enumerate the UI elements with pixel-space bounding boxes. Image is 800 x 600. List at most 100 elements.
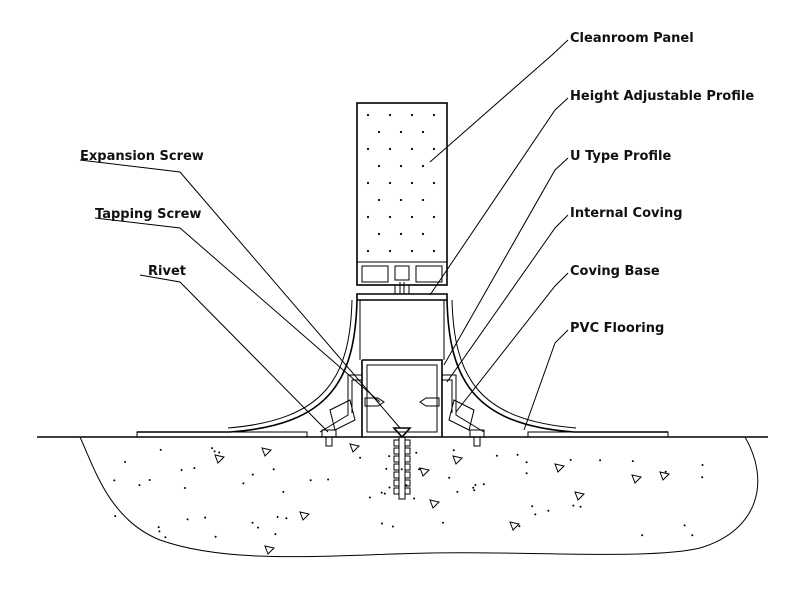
thread-segment — [404, 439, 411, 447]
thread-segment — [404, 479, 411, 487]
panel-dot — [410, 215, 414, 219]
panel-dot — [410, 113, 414, 117]
panel-dot — [410, 147, 414, 151]
panel-dot — [399, 130, 403, 134]
leader-rivet — [139, 274, 329, 433]
thread-segment — [393, 439, 400, 447]
label-rivet: Rivet — [148, 264, 186, 279]
concrete-speck — [482, 483, 485, 486]
panel-dot — [366, 113, 370, 117]
aggregate-stone — [574, 491, 585, 501]
leader-tapping-screw — [94, 217, 381, 403]
u-type-profile — [361, 359, 443, 437]
panel-dot — [410, 181, 414, 185]
panel-dot — [388, 215, 392, 219]
concrete-speck — [359, 456, 362, 459]
concrete-speck — [368, 496, 371, 499]
concrete-speck — [124, 460, 127, 463]
concrete-speck — [641, 534, 644, 537]
concrete-speckles — [113, 447, 704, 539]
aggregate-stone — [452, 455, 463, 465]
panel-dot — [421, 198, 425, 202]
panel-dot — [421, 130, 425, 134]
concrete-speck — [148, 479, 151, 481]
concrete-speck — [242, 482, 245, 485]
concrete-speck — [138, 484, 141, 487]
concrete-speck — [547, 509, 550, 512]
panel-dot — [432, 181, 436, 185]
thread-segment — [404, 487, 411, 495]
concrete-speck — [569, 458, 572, 461]
concrete-speck — [418, 468, 421, 471]
concrete-speck — [683, 524, 686, 527]
concrete-speck — [285, 517, 288, 520]
panel-dot — [366, 249, 370, 253]
concrete-speck — [383, 492, 386, 495]
concrete-speck — [448, 476, 451, 479]
thread-segment — [404, 455, 411, 463]
concrete-speck — [572, 504, 575, 507]
leader-height-adjustable-profile — [429, 97, 569, 296]
concrete-speck — [186, 518, 189, 521]
concrete-speck — [599, 459, 602, 462]
thread-segment — [404, 463, 411, 471]
concrete-speck — [474, 484, 477, 486]
concrete-speck — [388, 486, 391, 489]
concrete-speck — [282, 490, 285, 493]
label-cleanroom-panel: Cleanroom Panel — [570, 31, 694, 46]
concrete-speck — [214, 535, 217, 538]
concrete-speck — [518, 525, 521, 528]
internal-coving — [137, 299, 668, 433]
concrete-speck — [701, 464, 704, 466]
panel-dot — [377, 164, 381, 168]
screw-thread — [393, 439, 411, 495]
panel-dot — [388, 147, 392, 151]
thread-segment — [393, 447, 400, 455]
aggregate-stone — [261, 447, 272, 457]
aggregate-stone — [299, 511, 310, 521]
label-height-adjustable-profile: Height Adjustable Profile — [570, 89, 755, 104]
concrete-speck — [525, 461, 528, 464]
thread-segment — [393, 487, 400, 495]
panel-dot — [399, 232, 403, 236]
concrete-speck — [211, 447, 213, 450]
panel-dot — [410, 249, 414, 253]
aggregate-stone — [429, 499, 440, 509]
label-tapping-screw: Tapping Screw — [95, 207, 202, 222]
panel-dot — [432, 147, 436, 151]
panel-dot — [432, 113, 436, 117]
leader-expansion-screw — [79, 159, 401, 429]
thread-segment — [393, 479, 400, 487]
label-internal-coving: Internal Coving — [570, 206, 683, 221]
concrete-speck — [391, 525, 394, 528]
concrete-speck — [276, 516, 279, 518]
thread-segment — [393, 463, 400, 471]
concrete-speck — [388, 455, 391, 458]
panel-dot — [388, 113, 392, 117]
concrete-speck — [413, 497, 416, 500]
height-adjustable-profile — [356, 282, 448, 360]
concrete-speck — [579, 505, 582, 508]
concrete-speck — [272, 468, 275, 471]
panel-dot — [421, 164, 425, 168]
concrete-speck — [415, 451, 418, 454]
concrete-speck — [534, 513, 537, 516]
leader-cleanroom-panel — [429, 39, 569, 163]
panel-dot — [421, 232, 425, 236]
label-pvc-flooring: PVC Flooring — [570, 321, 665, 336]
leader-pvc-flooring — [523, 329, 569, 431]
aggregate-stone — [659, 471, 670, 481]
leader-u-type-profile — [443, 157, 569, 366]
concrete-speck — [452, 449, 455, 452]
panel-dot — [366, 215, 370, 219]
concrete-speck — [525, 472, 528, 475]
panel-dot — [388, 181, 392, 185]
aggregate-stone — [631, 474, 642, 484]
concrete-speck — [251, 473, 254, 476]
concrete-speck — [213, 450, 216, 453]
concrete-speck — [631, 460, 634, 463]
concrete-aggregate — [214, 443, 670, 555]
concrete-speck — [204, 516, 207, 519]
aggregate-stone — [509, 521, 520, 531]
